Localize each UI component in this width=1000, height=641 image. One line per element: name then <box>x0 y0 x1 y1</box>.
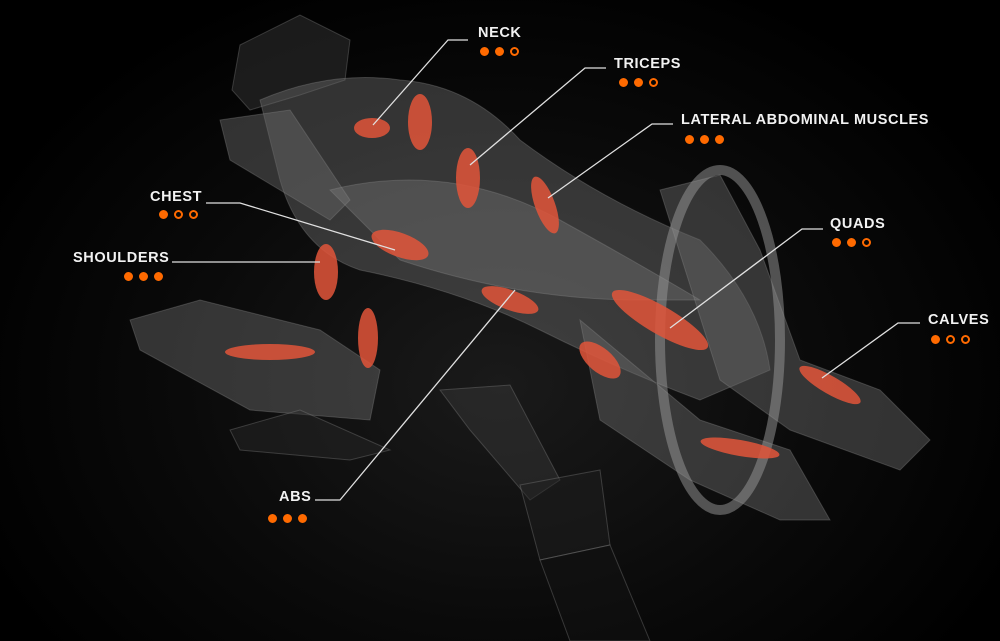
seat-pad <box>329 179 702 301</box>
rating-dot-filled <box>832 238 841 247</box>
rating-neck <box>480 47 519 56</box>
label-lateral-abdominal-muscles: LATERAL ABDOMINAL MUSCLES <box>681 112 930 128</box>
leg-upper <box>659 174 931 471</box>
foot-rest <box>229 409 392 461</box>
label-abs: ABS <box>279 489 312 505</box>
rating-abs <box>268 514 307 523</box>
ring-frame <box>655 165 785 515</box>
rating-dot-empty <box>862 238 871 247</box>
muscle-highlights <box>225 94 861 459</box>
rating-dot-filled <box>931 335 940 344</box>
rating-dot-empty <box>946 335 955 344</box>
rating-dot-filled <box>159 210 168 219</box>
rating-chest <box>159 210 198 219</box>
rating-dot-filled <box>268 514 277 523</box>
rating-dot-filled <box>847 238 856 247</box>
rating-dot-filled <box>700 135 709 144</box>
left-arm <box>219 109 351 221</box>
base-frame <box>439 384 561 501</box>
rating-dot-filled <box>139 272 148 281</box>
rating-dot-filled <box>619 78 628 87</box>
rating-shoulders <box>124 272 163 281</box>
label-quads: QUADS <box>830 216 886 232</box>
rating-dot-filled <box>154 272 163 281</box>
base-plate <box>519 469 611 561</box>
rating-dot-empty <box>174 210 183 219</box>
label-shoulders: SHOULDERS <box>73 250 170 266</box>
rating-dot-filled <box>298 514 307 523</box>
rating-dot-empty <box>510 47 519 56</box>
label-triceps: TRICEPS <box>614 56 682 72</box>
rating-dot-filled <box>283 514 292 523</box>
rating-dot-filled <box>124 272 133 281</box>
rating-dot-filled <box>634 78 643 87</box>
rating-dot-filled <box>685 135 694 144</box>
label-chest: CHEST <box>150 189 203 205</box>
rating-dot-filled <box>715 135 724 144</box>
vr-headset <box>231 14 351 111</box>
rating-lateral-abdominal-muscles <box>685 135 724 144</box>
rating-dot-filled <box>480 47 489 56</box>
rating-dot-filled <box>495 47 504 56</box>
rating-dot-empty <box>189 210 198 219</box>
rating-triceps <box>619 78 658 87</box>
leg-lower <box>579 318 831 521</box>
label-neck: NECK <box>478 25 522 41</box>
right-arm <box>129 299 381 421</box>
rating-dot-empty <box>961 335 970 344</box>
leader-lines <box>172 39 920 501</box>
stand <box>539 544 651 641</box>
rating-dot-empty <box>649 78 658 87</box>
rating-quads <box>832 238 871 247</box>
label-calves: CALVES <box>928 312 990 328</box>
rating-calves <box>931 335 970 344</box>
